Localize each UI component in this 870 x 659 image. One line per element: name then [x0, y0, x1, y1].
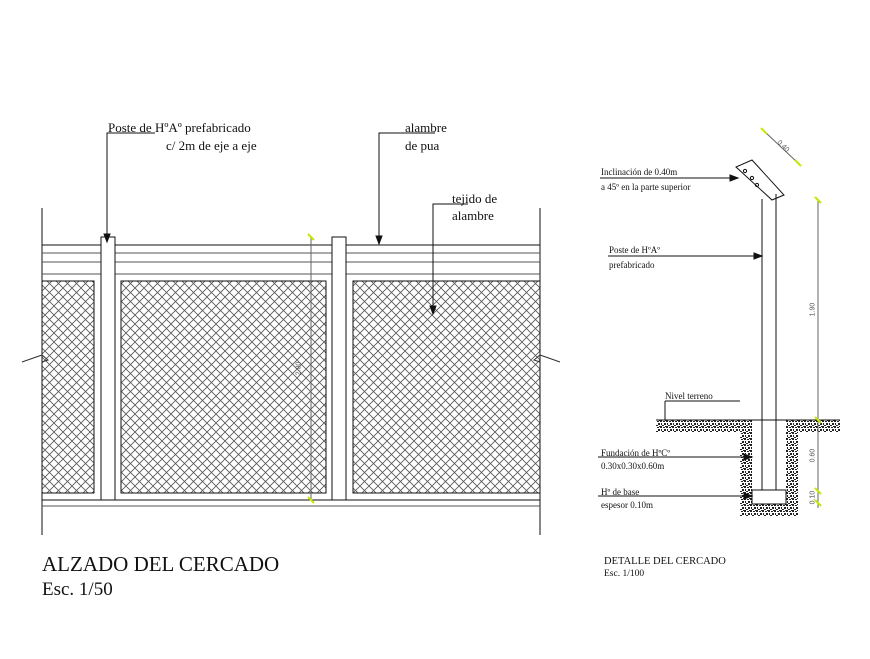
label-barbed-wire: alambre [405, 120, 447, 135]
fence-elevation [21, 132, 561, 535]
detail-scale: Esc. 1/100 [604, 569, 645, 579]
label-incline: Inclinación de 0.40m [601, 167, 678, 177]
dimension-above-ground: 1.90 [809, 302, 817, 317]
label-ground-level: Nivel terreno [665, 391, 713, 401]
label-base: Hº de base [601, 487, 640, 497]
label-detail-post-2: prefabricado [609, 260, 655, 270]
label-wire-mesh-2: alambre [452, 208, 494, 223]
label-detail-post: Poste de HºAº [609, 245, 661, 255]
dimension-height: 2.00 [295, 361, 303, 376]
detail-title: DETALLE DEL CERCADO [604, 556, 726, 567]
fence-detail [598, 127, 840, 516]
label-wire-mesh: tejido de [452, 191, 498, 206]
elevation-title: ALZADO DEL CERCADO [42, 552, 280, 576]
label-foundation-size: 0.30x0.30x0.60m [601, 461, 665, 471]
label-post-spacing: c/ 2m de eje a eje [166, 138, 257, 153]
label-barbed-wire-2: de pua [405, 138, 440, 153]
label-base-thickness: espesor 0.10m [601, 500, 653, 510]
elevation-scale: Esc. 1/50 [42, 579, 113, 600]
label-post: Poste de HºAº prefabricado [108, 120, 251, 135]
dimension-foundation: 0.60 [809, 448, 817, 463]
dimension-base: 0.10 [809, 490, 817, 505]
label-foundation: Fundación de HºCº [601, 448, 671, 458]
label-incline-2: a 45º en la parte superior [601, 182, 691, 192]
